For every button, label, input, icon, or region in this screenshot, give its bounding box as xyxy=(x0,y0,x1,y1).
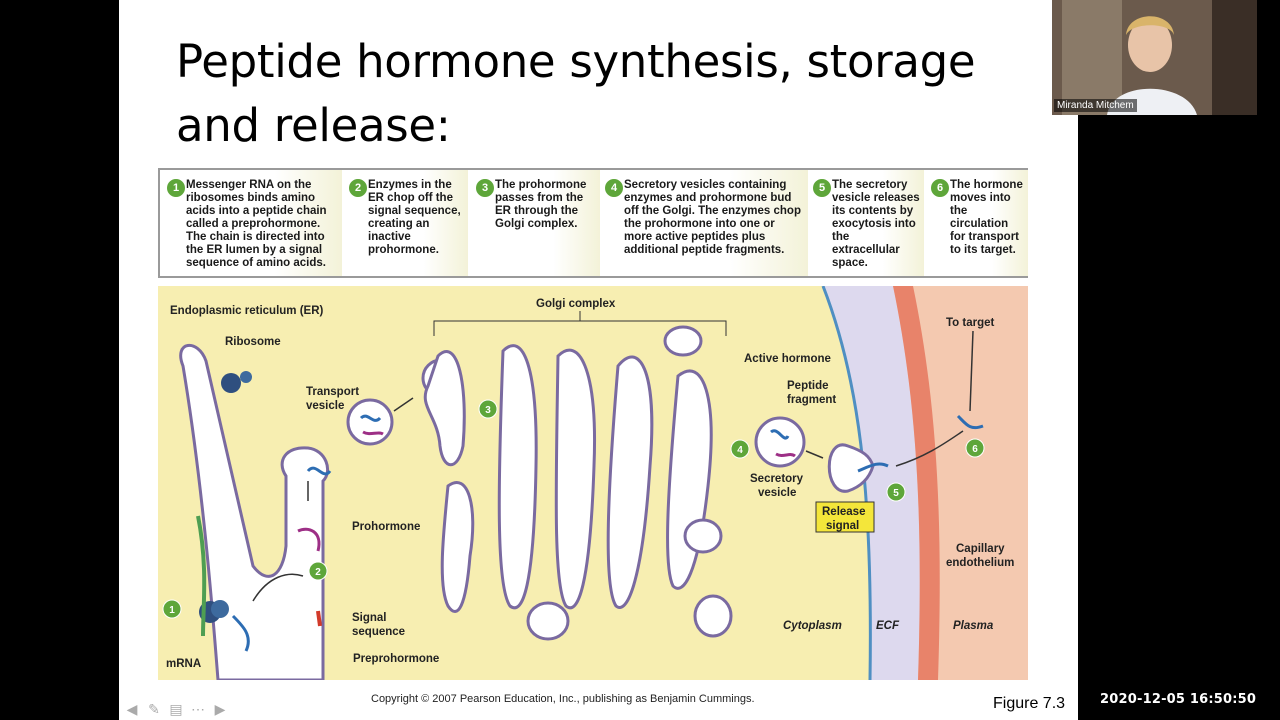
label-ecf: ECF xyxy=(876,620,900,632)
label-peptide-1: Peptide xyxy=(787,380,829,392)
mrna-strand xyxy=(196,515,207,637)
label-peptide-2: fragment xyxy=(787,394,836,406)
copyright-text: Copyright © 2007 Pearson Education, Inc.… xyxy=(371,693,755,705)
signal-sequence xyxy=(316,610,322,627)
label-capillary-2: endothelium xyxy=(946,557,1014,569)
peptide-chain xyxy=(775,452,796,458)
more-options-icon[interactable]: ⋯ xyxy=(191,701,205,717)
ribosome-icon xyxy=(240,371,252,383)
badge-6-label: 6 xyxy=(972,444,978,455)
secretory-vesicle xyxy=(754,416,806,468)
badge-6 xyxy=(965,438,985,458)
label-secretory-2: vesicle xyxy=(758,487,796,499)
er-shape xyxy=(179,343,329,680)
transport-vesicle xyxy=(346,398,394,446)
label-ribosome: Ribosome xyxy=(225,336,281,348)
label-prohormone: Prohormone xyxy=(352,521,420,533)
label-signal-2: sequence xyxy=(352,626,405,638)
peptide-chain xyxy=(956,414,984,430)
badge-3 xyxy=(478,399,498,419)
figure-number: Figure 7.3 xyxy=(993,695,1066,712)
label-release-1: Release xyxy=(822,506,865,518)
badge-2-label: 2 xyxy=(315,567,321,578)
badge-3-label: 3 xyxy=(485,405,491,416)
step-text: Enzymes in the ER chop off the signal se… xyxy=(368,179,461,256)
badge-1-label: 1 xyxy=(169,605,175,616)
ribosome-icon xyxy=(211,600,229,618)
arrow xyxy=(252,573,304,602)
peptide-chain xyxy=(362,430,384,436)
release-signal-box xyxy=(815,501,875,533)
golgi-complex xyxy=(423,325,733,641)
label-signal-1: Signal xyxy=(352,612,387,624)
badge-2 xyxy=(308,561,328,581)
step-text: The hormone moves into the circulation f… xyxy=(950,179,1023,256)
ribosome-icon xyxy=(221,373,241,393)
badge-4 xyxy=(730,439,750,459)
step-text: The prohormone passes from the ER throug… xyxy=(495,179,587,230)
participant-video[interactable]: Miranda Mitchem xyxy=(1052,0,1257,115)
step-3: 3 The prohormone passes from the ER thro… xyxy=(475,170,600,276)
step-6: 6 The hormone moves into the circulation… xyxy=(930,170,1028,276)
step-text: The secretory vesicle releases its conte… xyxy=(832,179,920,269)
arrow xyxy=(805,450,824,459)
slide: Peptide hormone synthesis, storage and r… xyxy=(119,0,1078,720)
label-transport-1: Transport xyxy=(306,386,359,398)
label-secretory-1: Secretory xyxy=(750,473,804,485)
label-er: Endoplasmic reticulum (ER) xyxy=(170,305,324,317)
slide-nav-toolbar: ◀ ✎ ▤ ⋯ ▶ xyxy=(123,700,229,718)
timestamp: 2020-12-05 16:50:50 xyxy=(1100,692,1257,707)
previous-slide-icon[interactable]: ◀ xyxy=(126,701,138,717)
arrow xyxy=(969,330,974,412)
peptide-chain xyxy=(359,414,382,422)
step-text: Secretory vesicles containing enzymes an… xyxy=(624,179,801,256)
video-feed xyxy=(1052,0,1257,115)
step-5: 5 The secretory vesicle releases its con… xyxy=(812,170,924,276)
slides-icon[interactable]: ▤ xyxy=(169,701,183,717)
step-text: Messenger RNA on the ribosomes binds ami… xyxy=(186,179,327,269)
pen-icon[interactable]: ✎ xyxy=(148,701,160,717)
label-cytoplasm: Cytoplasm xyxy=(783,620,842,632)
step-2: 2 Enzymes in the ER chop off the signal … xyxy=(348,170,468,276)
peptide-chain xyxy=(770,429,790,440)
peptide-chain xyxy=(231,614,250,652)
exocytosis-vesicle xyxy=(827,443,875,493)
next-slide-icon[interactable]: ▶ xyxy=(214,701,226,717)
step-badge: 6 xyxy=(930,178,950,198)
label-preprohormone: Preprohormone xyxy=(353,653,439,665)
badge-1 xyxy=(162,599,182,619)
title-line-1: Peptide hormone synthesis, storage xyxy=(176,35,976,88)
peptide-chain xyxy=(297,527,321,552)
label-transport-2: vesicle xyxy=(306,400,344,412)
step-badge: 3 xyxy=(475,178,495,198)
badge-4-label: 4 xyxy=(737,445,743,456)
title-line-2: and release: xyxy=(176,99,451,152)
peptide-chain xyxy=(306,466,332,476)
hormone-diagram: Endoplasmic reticulum (ER) Ribosome Tran… xyxy=(158,286,1028,680)
label-release-2: signal xyxy=(826,520,859,532)
label-capillary-1: Capillary xyxy=(956,543,1005,555)
participant-name: Miranda Mitchem xyxy=(1054,99,1137,112)
label-to-target: To target xyxy=(946,317,995,329)
step-4: 4 Secretory vesicles containing enzymes … xyxy=(604,170,808,276)
slide-title: Peptide hormone synthesis, storage and r… xyxy=(176,30,1036,158)
golgi-bracket xyxy=(433,311,727,336)
cell-membrane xyxy=(821,286,872,680)
arrow xyxy=(895,430,964,467)
step-badge: 2 xyxy=(348,178,368,198)
peptide-chain xyxy=(857,462,889,473)
capillary-endothelium xyxy=(893,286,940,680)
badge-5-label: 5 xyxy=(893,488,899,499)
step-badge: 5 xyxy=(812,178,832,198)
label-golgi: Golgi complex xyxy=(536,298,616,310)
label-active-hormone: Active hormone xyxy=(744,353,831,365)
step-badge: 1 xyxy=(166,178,186,198)
label-mrna: mRNA xyxy=(166,658,201,670)
step-badge: 4 xyxy=(604,178,624,198)
arrow xyxy=(393,397,414,412)
badge-5 xyxy=(886,482,906,502)
step-1: 1 Messenger RNA on the ribosomes binds a… xyxy=(166,170,342,276)
steps-panel: 1 Messenger RNA on the ribosomes binds a… xyxy=(158,168,1028,278)
label-plasma: Plasma xyxy=(953,620,994,632)
